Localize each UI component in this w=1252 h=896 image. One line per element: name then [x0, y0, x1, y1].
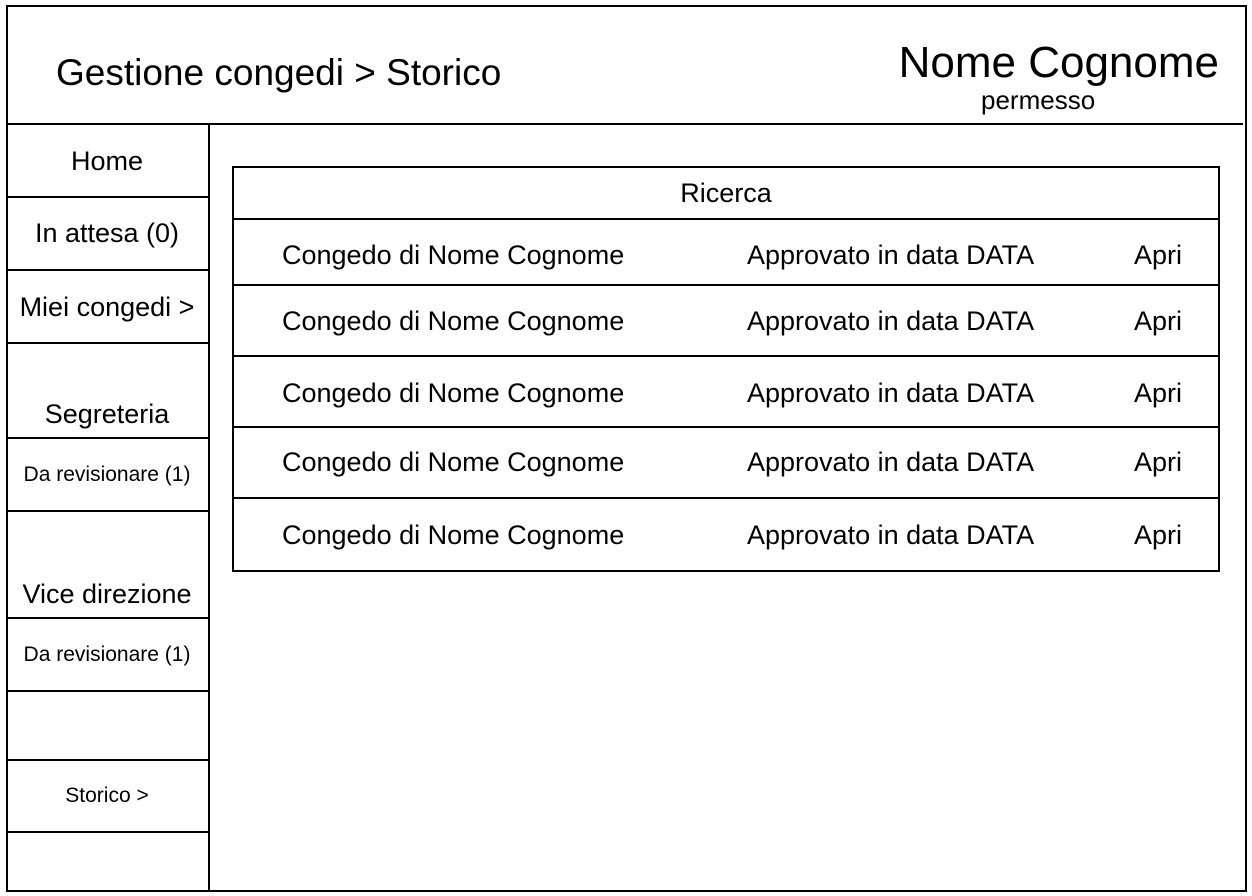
sidebar-heading-vice-direzione: Vice direzione [22, 579, 192, 609]
row-divider [234, 497, 1218, 499]
sidebar-divider [6, 510, 208, 512]
leave-status: Approvato in data DATA [747, 239, 1035, 270]
sidebar-divider [6, 437, 208, 439]
open-link[interactable]: Apri [1134, 239, 1183, 270]
sidebar-divider [6, 690, 208, 692]
list-item: Congedo di Nome Cognome Approvato in dat… [234, 427, 1218, 497]
row-divider [234, 355, 1218, 357]
list-item: Congedo di Nome Cognome Approvato in dat… [234, 220, 1218, 290]
sidebar-item-in-attesa[interactable]: In attesa (0) [34, 218, 180, 248]
sidebar-item-storico[interactable]: Storico > [65, 784, 149, 807]
open-link[interactable]: Apri [1134, 377, 1183, 408]
leave-status: Approvato in data DATA [747, 377, 1035, 408]
leave-name: Congedo di Nome Cognome [282, 377, 625, 408]
sidebar-divider [6, 342, 208, 344]
page-title: Gestione congedi > Storico [56, 52, 502, 93]
sidebar-heading-segreteria: Segreteria [44, 399, 170, 429]
leave-status: Approvato in data DATA [747, 446, 1035, 477]
open-link[interactable]: Apri [1134, 446, 1183, 477]
leave-status: Approvato in data DATA [747, 519, 1035, 550]
sidebar-item-home[interactable]: Home [70, 145, 144, 176]
leave-history-list: Congedo di Nome Cognome Approvato in dat… [232, 220, 1220, 572]
search-box[interactable]: Ricerca [232, 166, 1220, 220]
sidebar-divider [6, 269, 208, 271]
user-name[interactable]: Nome Cognome [898, 38, 1219, 87]
open-link[interactable]: Apri [1134, 305, 1183, 336]
sidebar-divider [6, 759, 208, 761]
leave-name: Congedo di Nome Cognome [282, 239, 625, 270]
app-frame [6, 5, 1247, 892]
user-role: permesso [981, 85, 1096, 115]
leave-status: Approvato in data DATA [747, 305, 1035, 336]
sidebar-item-segreteria-da-revisionare[interactable]: Da revisionare (1) [23, 462, 191, 486]
list-item: Congedo di Nome Cognome Approvato in dat… [234, 286, 1218, 356]
sidebar-divider [6, 196, 208, 198]
sidebar: Home In attesa (0) Miei congedi > Segret… [6, 125, 210, 890]
header: Gestione congedi > Storico Nome Cognome … [6, 5, 1243, 125]
row-divider [234, 426, 1218, 428]
leave-name: Congedo di Nome Cognome [282, 519, 625, 550]
sidebar-divider [6, 831, 208, 833]
sidebar-divider [6, 617, 208, 619]
row-divider [234, 284, 1218, 286]
sidebar-item-miei-congedi[interactable]: Miei congedi > [19, 291, 195, 322]
leave-name: Congedo di Nome Cognome [282, 305, 625, 336]
list-item: Congedo di Nome Cognome Approvato in dat… [234, 500, 1218, 570]
open-link[interactable]: Apri [1134, 519, 1183, 550]
sidebar-item-vice-direzione-da-revisionare[interactable]: Da revisionare (1) [23, 642, 191, 666]
leave-name: Congedo di Nome Cognome [282, 446, 625, 477]
list-item: Congedo di Nome Cognome Approvato in dat… [234, 358, 1218, 428]
